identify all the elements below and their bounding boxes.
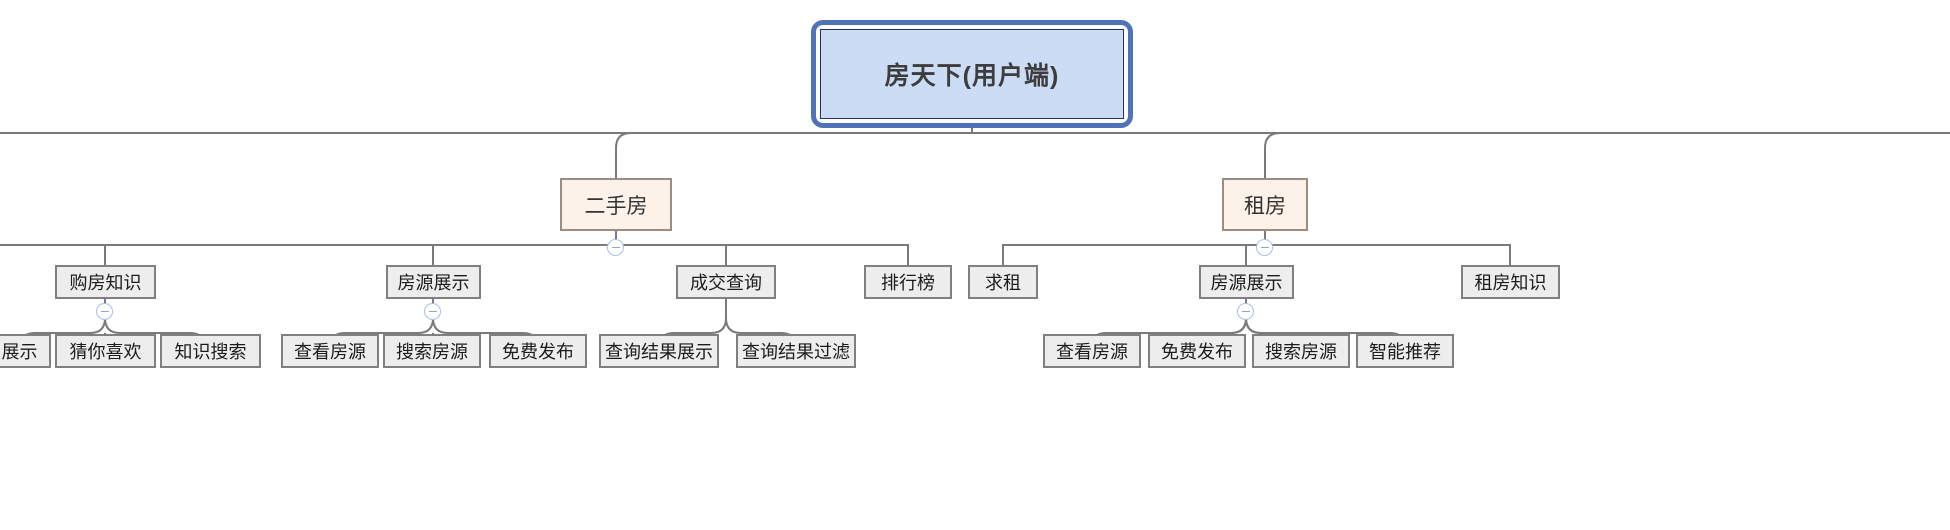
node-label: 房源展示: [397, 273, 470, 293]
node-fangyuanzhanshi-zufang[interactable]: 房源展示: [1199, 265, 1294, 299]
leaf-label: 搜索房源: [1265, 342, 1337, 362]
leaf-label: 查询结果过滤: [742, 342, 850, 362]
node-fangyuanzhanshi-ershou[interactable]: 房源展示: [386, 265, 481, 299]
leaf-chaxunjieguozhanshi[interactable]: 查询结果展示: [599, 334, 719, 368]
leaf-zhanshi[interactable]: 展示: [0, 334, 51, 368]
leaf-label: 查看房源: [294, 342, 366, 362]
node-label: 房源展示: [1210, 273, 1283, 293]
branch-label: 租房: [1244, 194, 1286, 218]
collapse-minus-icon-fangyuanzhanshi-ershou[interactable]: [424, 303, 441, 320]
collapse-minus-icon-zufang[interactable]: [1256, 239, 1273, 256]
node-goufangzhishi[interactable]: 购房知识: [55, 265, 156, 299]
minus-glyph: [428, 310, 437, 313]
branch-node-zufang[interactable]: 租房: [1222, 178, 1308, 231]
leaf-label: 知识搜索: [174, 342, 247, 362]
minus-glyph: [1260, 246, 1269, 249]
leaf-chaxunjieguoguolv[interactable]: 查询结果过滤: [736, 334, 856, 368]
leaf-label: 免费发布: [1161, 342, 1233, 362]
leaf-sousuofangyuan-zufang[interactable]: 搜索房源: [1252, 334, 1350, 368]
minus-glyph: [100, 310, 109, 313]
leaf-label: 查看房源: [1056, 342, 1128, 362]
collapse-minus-icon-fangyuanzhanshi-zufang[interactable]: [1237, 303, 1254, 320]
branch-node-ershoufang[interactable]: 二手房: [560, 178, 672, 231]
node-label: 租房知识: [1474, 273, 1547, 293]
leaf-sousuofangyuan-ershou[interactable]: 搜索房源: [383, 334, 481, 368]
leaf-label: 搜索房源: [396, 342, 468, 362]
leaf-label: 猜你喜欢: [69, 342, 142, 362]
node-label: 购房知识: [69, 273, 142, 293]
leaf-mianfeifabu-ershou[interactable]: 免费发布: [489, 334, 587, 368]
node-label: 求租: [985, 273, 1021, 293]
node-chengjiaochaxun[interactable]: 成交查询: [676, 265, 776, 299]
root-node-label: 房天下(用户端): [820, 29, 1124, 119]
leaf-zhishisousuo[interactable]: 知识搜索: [160, 334, 261, 368]
minus-glyph: [1241, 310, 1250, 313]
minus-glyph: [611, 246, 620, 249]
leaf-label: 展示: [1, 342, 38, 362]
node-label: 成交查询: [690, 273, 762, 293]
branch-label: 二手房: [584, 194, 648, 218]
node-label: 排行榜: [881, 273, 935, 293]
leaf-mianfeifabu-zufang[interactable]: 免费发布: [1148, 334, 1246, 368]
node-paihangbang[interactable]: 排行榜: [864, 265, 952, 299]
collapse-minus-icon-ershoufang[interactable]: [607, 239, 624, 256]
leaf-zhinengtuijian[interactable]: 智能推荐: [1356, 334, 1454, 368]
leaf-label: 查询结果展示: [605, 342, 713, 362]
node-zufangzhishi[interactable]: 租房知识: [1461, 265, 1560, 299]
leaf-cainixihuan[interactable]: 猜你喜欢: [55, 334, 156, 368]
leaf-label: 智能推荐: [1369, 342, 1441, 362]
node-qiuzu[interactable]: 求租: [968, 265, 1038, 299]
leaf-chakanfangyuan-zufang[interactable]: 查看房源: [1043, 334, 1141, 368]
root-node[interactable]: 房天下(用户端): [811, 20, 1133, 128]
leaf-chakanfangyuan-ershou[interactable]: 查看房源: [281, 334, 379, 368]
collapse-minus-icon-goufangzhishi[interactable]: [96, 303, 113, 320]
leaf-label: 免费发布: [502, 342, 574, 362]
